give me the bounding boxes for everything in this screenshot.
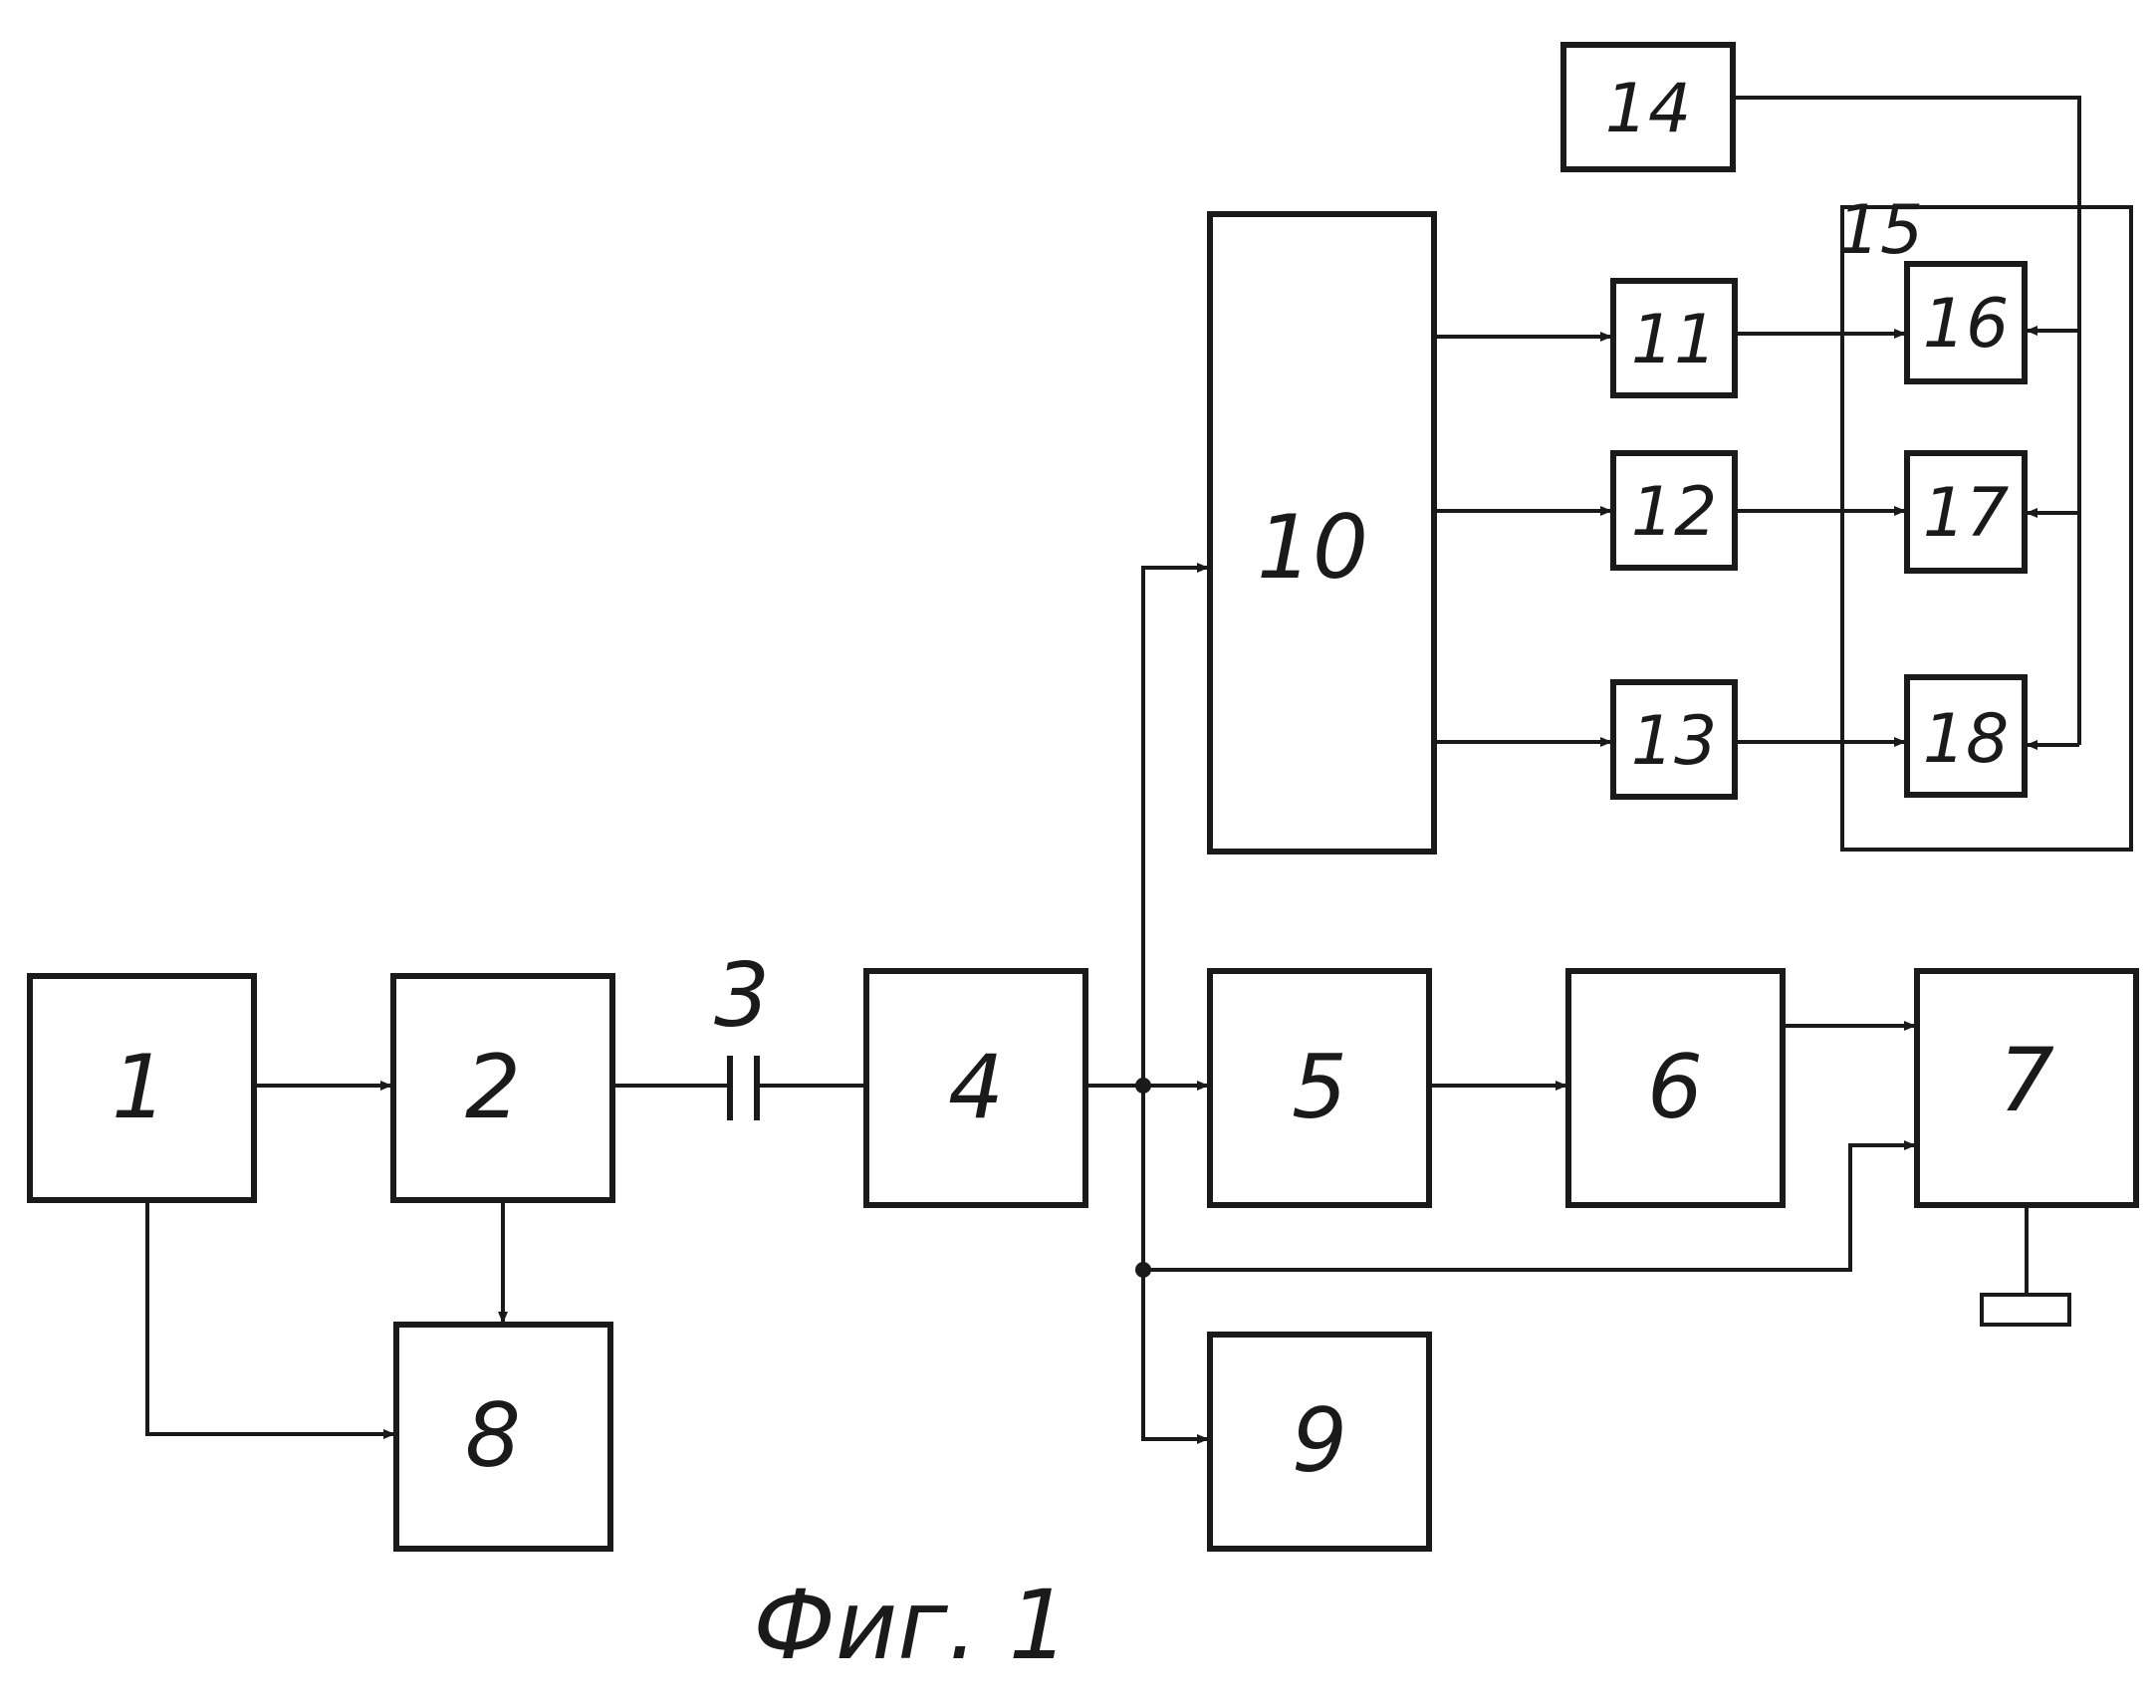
- block-14-label: 14: [1605, 70, 1692, 148]
- block-1-label: 1: [112, 1036, 167, 1138]
- block-9-label: 9: [1292, 1389, 1347, 1492]
- block-2-label: 2: [465, 1036, 521, 1138]
- wire-bus-to-9: [1143, 1086, 1208, 1439]
- block-15-label: 15: [1837, 191, 1924, 270]
- wire-bus-to-10: [1143, 568, 1208, 1086]
- block-12-label: 12: [1631, 473, 1718, 552]
- block-8-label: 8: [465, 1384, 521, 1487]
- wire-1-to-8: [147, 1200, 394, 1434]
- block-4-label: 4: [948, 1036, 1004, 1138]
- block-7-label: 7: [1999, 1029, 2054, 1131]
- block-18-label: 18: [1923, 700, 2010, 779]
- block-13-label: 13: [1631, 702, 1718, 781]
- figure-caption: Фиг. 1: [753, 1570, 1070, 1681]
- ground-plate: [1982, 1295, 2069, 1325]
- block-17-label: 17: [1923, 474, 2010, 553]
- junction-dot-1: [1135, 1078, 1151, 1094]
- junction-dot-2: [1135, 1262, 1151, 1278]
- block-11-label: 11: [1631, 301, 1718, 379]
- block-16-label: 16: [1923, 285, 2010, 364]
- block-10-label: 10: [1257, 496, 1368, 599]
- block-6-label: 6: [1647, 1036, 1703, 1138]
- capacitor-label: 3: [714, 944, 770, 1047]
- block-5-label: 5: [1292, 1036, 1347, 1138]
